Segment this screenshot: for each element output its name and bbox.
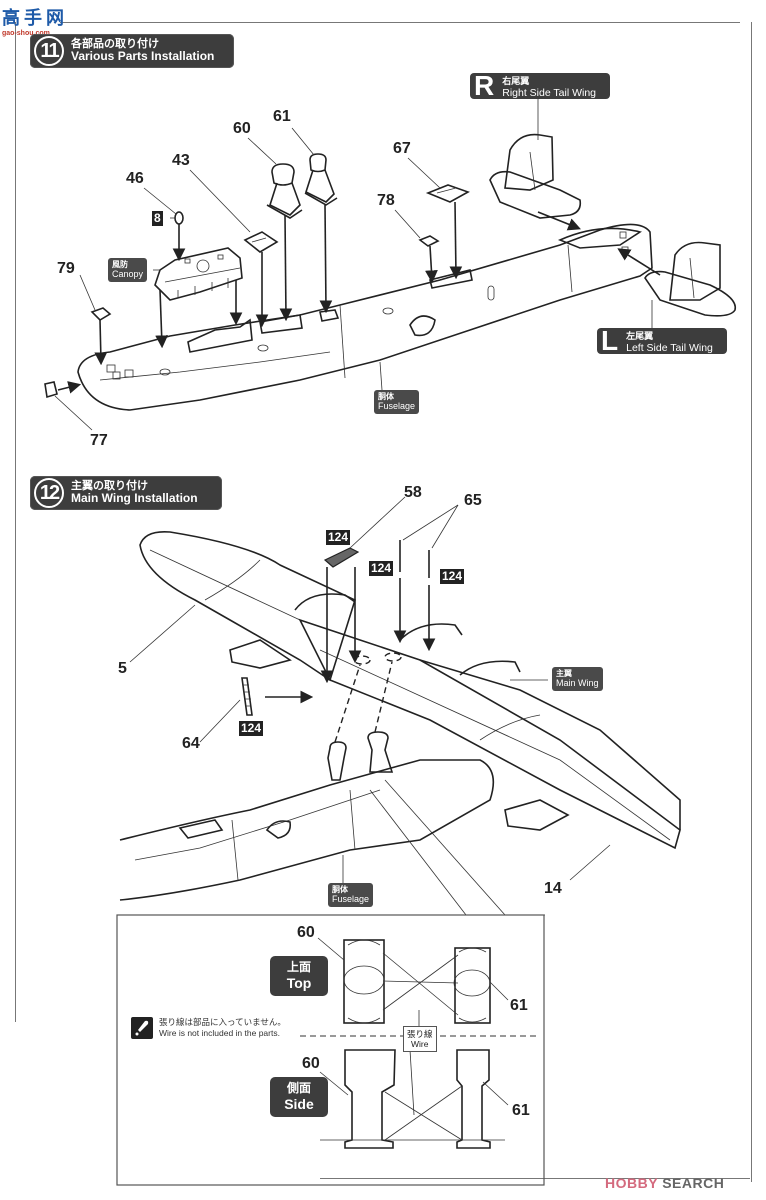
fuselage-label-en: Fuselage bbox=[378, 401, 416, 412]
fuselage-label-jp: 胴体 bbox=[378, 392, 394, 401]
frame-left-line bbox=[15, 22, 16, 1022]
part-43 bbox=[243, 231, 279, 253]
part-number-67: 67 bbox=[393, 140, 411, 157]
wire-detail-box bbox=[116, 914, 545, 1186]
right-tail-letter: R bbox=[474, 70, 495, 101]
part-number-64: 64 bbox=[182, 735, 200, 752]
watermark-bottom: HOBBY SEARCH bbox=[605, 1175, 724, 1191]
frame-bottom-line bbox=[320, 1178, 750, 1179]
part-number-77: 77 bbox=[90, 432, 108, 449]
fuselage12-label-en: Fuselage bbox=[332, 894, 370, 905]
frame-top-line bbox=[60, 22, 740, 23]
top-view-jp: 上面 bbox=[286, 960, 311, 975]
wire-note-jp: 張り線は部品に入っていません。 bbox=[159, 1017, 286, 1027]
wire-label: 張り線 Wire bbox=[403, 1026, 437, 1053]
part-78 bbox=[418, 235, 440, 247]
leader-lines-step12 bbox=[129, 496, 611, 916]
canopy-label: 風防 Canopy bbox=[108, 258, 148, 282]
watermark-top-jp: 高手网 bbox=[2, 8, 68, 28]
paint-ref-124-rod-right: 124 bbox=[440, 569, 465, 584]
wire-label-en: Wire bbox=[411, 1039, 429, 1050]
leader-lines-step11 bbox=[54, 98, 653, 431]
wire-label-jp: 張り線 bbox=[407, 1029, 433, 1039]
part-number-5: 5 bbox=[118, 660, 127, 677]
arrows-step12 bbox=[265, 567, 436, 743]
main-wing-left bbox=[139, 530, 356, 682]
main-wing-label-en: Main Wing bbox=[556, 678, 599, 689]
frame-right-line bbox=[751, 22, 752, 1182]
part-60 bbox=[266, 163, 303, 219]
right-tail-wing bbox=[489, 133, 582, 219]
part-79 bbox=[90, 307, 112, 322]
part-number-43: 43 bbox=[172, 152, 190, 169]
step-11-title-jp: 各部品の取り付け bbox=[71, 37, 159, 50]
side-view-jp: 側面 bbox=[286, 1081, 311, 1096]
fuselage-step11 bbox=[77, 223, 653, 411]
part-46 bbox=[174, 211, 184, 225]
part-77 bbox=[44, 381, 58, 399]
part-number-60: 60 bbox=[233, 120, 251, 137]
main-wing-label-jp: 主翼 bbox=[556, 669, 572, 678]
paint-ref-8: 8 bbox=[152, 211, 163, 226]
step-11-header: 11 各部品の取り付け Various Parts Installation bbox=[30, 34, 234, 68]
paint-ref-124-rod-left: 124 bbox=[369, 561, 394, 576]
part-number-79: 79 bbox=[57, 260, 75, 277]
part-number-78: 78 bbox=[377, 192, 395, 209]
main-wing-center-right bbox=[294, 593, 681, 850]
part-64-ladder bbox=[241, 677, 253, 716]
left-tail-en: Left Side Tail Wing bbox=[626, 341, 713, 354]
step-12-title-jp: 主翼の取り付け bbox=[71, 479, 148, 492]
main-wing-label: 主翼 Main Wing bbox=[552, 667, 603, 691]
paint-ref-124-part58: 124 bbox=[326, 530, 351, 545]
fuselage12-label-jp: 胴体 bbox=[332, 885, 348, 894]
wire-note-en: Wire is not included in the parts. bbox=[159, 1028, 280, 1039]
part-number-46: 46 bbox=[126, 170, 144, 187]
detail-part-60-top: 60 bbox=[297, 924, 315, 941]
watermark-bottom-suffix: SEARCH bbox=[662, 1175, 725, 1191]
side-view-en: Side bbox=[284, 1095, 314, 1112]
paint-ref-124-ladder: 124 bbox=[239, 721, 264, 736]
fuselage-step12 bbox=[119, 731, 495, 901]
watermark-top-url: gao-shou.com bbox=[2, 30, 50, 37]
step-11-title-en: Various Parts Installation bbox=[71, 49, 215, 64]
canopy-part bbox=[154, 247, 243, 301]
part-58 bbox=[323, 547, 360, 568]
part-67 bbox=[425, 184, 470, 203]
wire-note: 張り線は部品に入っていません。 Wire is not included in … bbox=[131, 1017, 286, 1040]
side-view-label: 側面 Side bbox=[270, 1077, 328, 1117]
watermark-top: 高手网 gao-shou.com bbox=[2, 4, 68, 37]
right-tail-jp: 右尾翼 bbox=[502, 75, 530, 86]
fuselage-label-step11: 胴体 Fuselage bbox=[374, 390, 420, 414]
top-view-en: Top bbox=[286, 974, 312, 991]
canopy-label-jp: 風防 bbox=[112, 260, 128, 269]
step-11-number: 11 bbox=[34, 36, 64, 66]
arrows-step11 bbox=[57, 201, 661, 394]
detail-part-61-top: 61 bbox=[510, 997, 528, 1014]
detail-part-61-side: 61 bbox=[512, 1102, 530, 1119]
step-12-header: 12 主翼の取り付け Main Wing Installation bbox=[30, 476, 222, 510]
watermark-bottom-brand: HOBBY bbox=[605, 1175, 658, 1191]
step-12-number: 12 bbox=[34, 478, 64, 508]
step-12-title-en: Main Wing Installation bbox=[71, 491, 198, 506]
part-number-61: 61 bbox=[273, 108, 291, 125]
top-view-label: 上面 Top bbox=[270, 956, 328, 996]
part-65-rods bbox=[399, 540, 430, 578]
left-tail-label: L 左尾翼 Left Side Tail Wing bbox=[597, 325, 727, 356]
fuselage-label-step12: 胴体 Fuselage bbox=[328, 883, 374, 907]
detail-part-60-side: 60 bbox=[302, 1055, 320, 1072]
left-tail-jp: 左尾翼 bbox=[626, 330, 654, 341]
part-number-14: 14 bbox=[544, 880, 562, 897]
canopy-label-en: Canopy bbox=[112, 269, 144, 280]
right-tail-label: R 右尾翼 Right Side Tail Wing bbox=[470, 70, 610, 101]
part-61 bbox=[304, 153, 338, 206]
left-tail-wing bbox=[644, 241, 737, 317]
part-number-58: 58 bbox=[404, 484, 422, 501]
left-tail-letter: L bbox=[601, 325, 619, 356]
part-number-65: 65 bbox=[464, 492, 482, 509]
caution-brush-icon bbox=[131, 1017, 153, 1040]
right-tail-en: Right Side Tail Wing bbox=[502, 86, 597, 99]
